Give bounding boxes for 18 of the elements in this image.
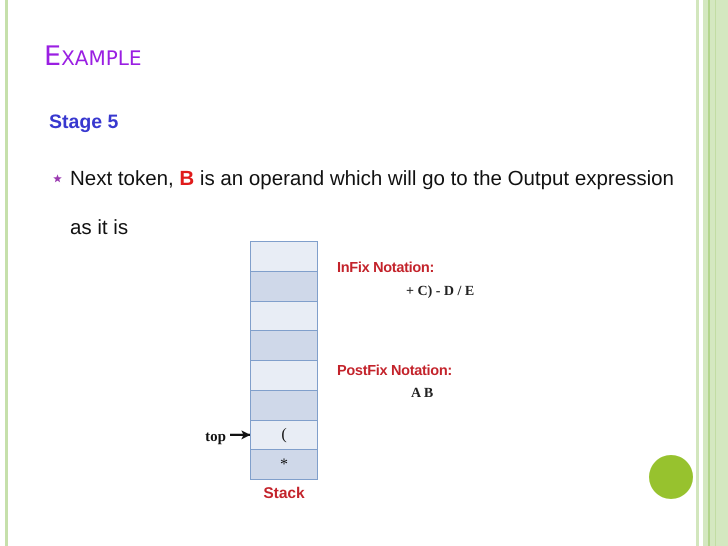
- notation-heading: InFix Notation:: [337, 260, 434, 276]
- stack-cell: [250, 241, 318, 272]
- stack-cell: [250, 390, 318, 420]
- stack-cell: [250, 330, 318, 361]
- pointer-label: top: [190, 427, 226, 447]
- slide-title: EXAMPLE: [44, 42, 142, 72]
- stack-label: Stack: [262, 485, 306, 503]
- arrow: [230, 430, 250, 440]
- expression-text: A B: [411, 386, 434, 402]
- stack-cell: [250, 360, 318, 391]
- stack-cell: (: [250, 420, 318, 450]
- bullet-text: Next token, B is an operand which will go to the Output expression as it is: [70, 167, 674, 239]
- notation-heading: PostFix Notation:: [337, 363, 452, 379]
- stack-cell: [250, 270, 318, 302]
- expression-text: + C) - D / E: [406, 284, 474, 300]
- stack-cell: [250, 300, 318, 332]
- section-heading: Stage 5: [49, 111, 118, 134]
- stack-cell: *: [250, 449, 318, 480]
